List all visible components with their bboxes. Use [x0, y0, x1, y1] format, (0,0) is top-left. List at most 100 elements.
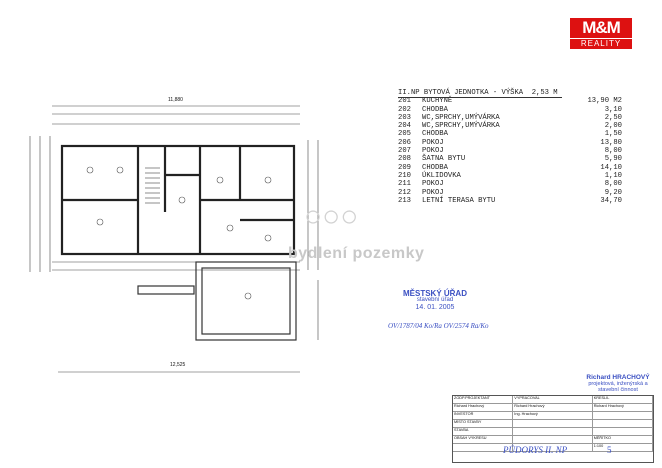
title-block-cell	[593, 428, 653, 435]
logo-sub: REALITY	[570, 39, 632, 49]
legend-area: 9,20	[604, 188, 622, 197]
legend-area: 34,70	[600, 196, 622, 205]
legend-row: 201 KUCHYNĚ 13,90 M2	[398, 97, 622, 105]
legend-row: 204 WC,SPRCHY,UMÝVÁRKA 2,00	[398, 122, 622, 130]
legend-name: LETNÍ TERASA BYTU	[422, 196, 496, 205]
logo-mark: M&M	[570, 18, 632, 38]
title-block-cell: KRESLIL	[593, 396, 653, 403]
legend-area: 13,80	[600, 138, 622, 147]
legend-row: 208 ŠATNA BYTU 5,90	[398, 155, 622, 163]
watermark-text: bydlení pozemky	[288, 245, 425, 262]
municipal-stamp: MĚSTSKÝ ÚŘAD stavební úřad 14. 01. 2005	[398, 290, 472, 324]
title-block-cell	[513, 444, 593, 451]
drawing-number-handwritten: 5	[607, 445, 612, 455]
dim-bottom-total: 12,525	[170, 362, 186, 368]
designer-line: projektová, inženýrská a stavební činnos…	[588, 381, 648, 393]
legend-no: 204	[398, 122, 411, 131]
balcony-rail	[137, 285, 195, 295]
legend-name: CHODBA	[422, 105, 448, 114]
legend-name: WC,SPRCHY,UMÝVÁRKA	[422, 122, 500, 131]
legend-row: 205 CHODBA 1,50	[398, 130, 622, 138]
title-block-cell: 1:100	[593, 444, 653, 451]
title-block-cell: MĚŘÍTKO	[593, 436, 653, 443]
legend-name: WC,SPRCHY,UMÝVÁRKA	[422, 113, 500, 122]
legend-name: CHODBA	[422, 130, 448, 139]
stamp-date: 14. 01. 2005	[415, 304, 455, 311]
legend-area: 5,90	[604, 155, 622, 164]
legend-area: 2,50	[604, 113, 622, 122]
legend-name: CHODBA	[422, 163, 448, 172]
legend-row: 203 WC,SPRCHY,UMÝVÁRKA 2,50	[398, 114, 622, 122]
legend-area: 2,00	[604, 122, 622, 131]
legend-no: 207	[398, 147, 411, 156]
legend-no: 213	[398, 196, 411, 205]
title-block-row: MÍSTO STAVBY	[453, 420, 653, 428]
terrace	[195, 261, 297, 341]
title-block-cell	[513, 428, 593, 435]
legend-no: 201	[398, 97, 411, 106]
mm-reality-logo: M&M REALITY	[570, 18, 632, 49]
legend-no: 210	[398, 171, 411, 180]
title-block-cell: INVESTOR	[453, 412, 514, 419]
legend-row: 206 POKOJ 13,80	[398, 139, 622, 147]
legend-no: 208	[398, 155, 411, 164]
title-block-cell: MÍSTO STAVBY	[453, 420, 514, 427]
title-block-cell	[593, 412, 653, 419]
terrace-inner	[201, 267, 291, 335]
legend-no: 202	[398, 105, 411, 114]
title-block-cell: VYPRACOVAL	[513, 396, 593, 403]
legend-name: ŠATNA BYTU	[422, 155, 466, 164]
legend-no: 206	[398, 138, 411, 147]
room-legend: II.NP BYTOVÁ JEDNOTKA - VÝŠKA 2,53 M 201…	[398, 89, 622, 205]
stamp-line2: stavební úřad	[416, 297, 454, 303]
designer-name: Richard HRACHOVÝ	[586, 374, 650, 381]
legend-area: 3,10	[604, 105, 622, 114]
legend-row: 213 LETNÍ TERASA BYTU 34,70	[398, 197, 622, 205]
legend-no: 209	[398, 163, 411, 172]
legend-row: 209 CHODBA 14,10	[398, 164, 622, 172]
title-block-row: STAVBA	[453, 428, 653, 436]
title-block-cell: Ing. Hrachový	[513, 412, 593, 419]
legend-name: KUCHYNĚ	[422, 97, 453, 106]
legend-row: 202 CHODBA 3,10	[398, 106, 622, 114]
title-block-cell: Richard Hrachový	[453, 404, 514, 411]
legend-row: 211 POKOJ 8,00	[398, 180, 622, 188]
title-block-cell	[513, 436, 593, 443]
legend-area: 13,90 M2	[587, 97, 622, 106]
title-block-cell	[513, 420, 593, 427]
title-block-cell	[593, 420, 653, 427]
legend-rule	[398, 97, 562, 98]
title-block-row: OBSAH VÝKRESU MĚŘÍTKO	[453, 436, 653, 444]
legend-name: POKOJ	[422, 180, 444, 189]
stamp-line1: MĚSTSKÝ ÚŘAD	[402, 289, 467, 298]
watermark-logo: ○○○	[304, 200, 359, 233]
drawing-title-handwritten: PŮDORYS II. NP	[503, 445, 568, 455]
legend-area: 8,00	[604, 180, 622, 189]
designer-stamp: Richard HRACHOVÝ projektová, inženýrská …	[578, 374, 658, 393]
legend-no: 205	[398, 130, 411, 139]
legend-area: 1,50	[604, 130, 622, 139]
legend-area: 14,10	[600, 163, 622, 172]
legend-row: 210 ÚKLIDOVKA 1,10	[398, 172, 622, 180]
legend-area: 1,10	[604, 171, 622, 180]
title-block-cell: ZODP.PROJEKTANT	[453, 396, 514, 403]
legend-name: POKOJ	[422, 138, 444, 147]
legend-no: 212	[398, 188, 411, 197]
title-block-row: 1:100	[453, 444, 653, 452]
title-block-cell: OBSAH VÝKRESU	[453, 436, 514, 443]
legend-no: 203	[398, 113, 411, 122]
legend-name: POKOJ	[422, 147, 444, 156]
title-block-cell: Richard Hrachový	[513, 404, 593, 411]
legend-name: ÚKLIDOVKA	[422, 171, 461, 180]
title-block-cell: STAVBA	[453, 428, 514, 435]
dim-top-total: 11,880	[168, 97, 183, 103]
title-block-cell	[453, 444, 514, 451]
legend-no: 211	[398, 180, 411, 189]
